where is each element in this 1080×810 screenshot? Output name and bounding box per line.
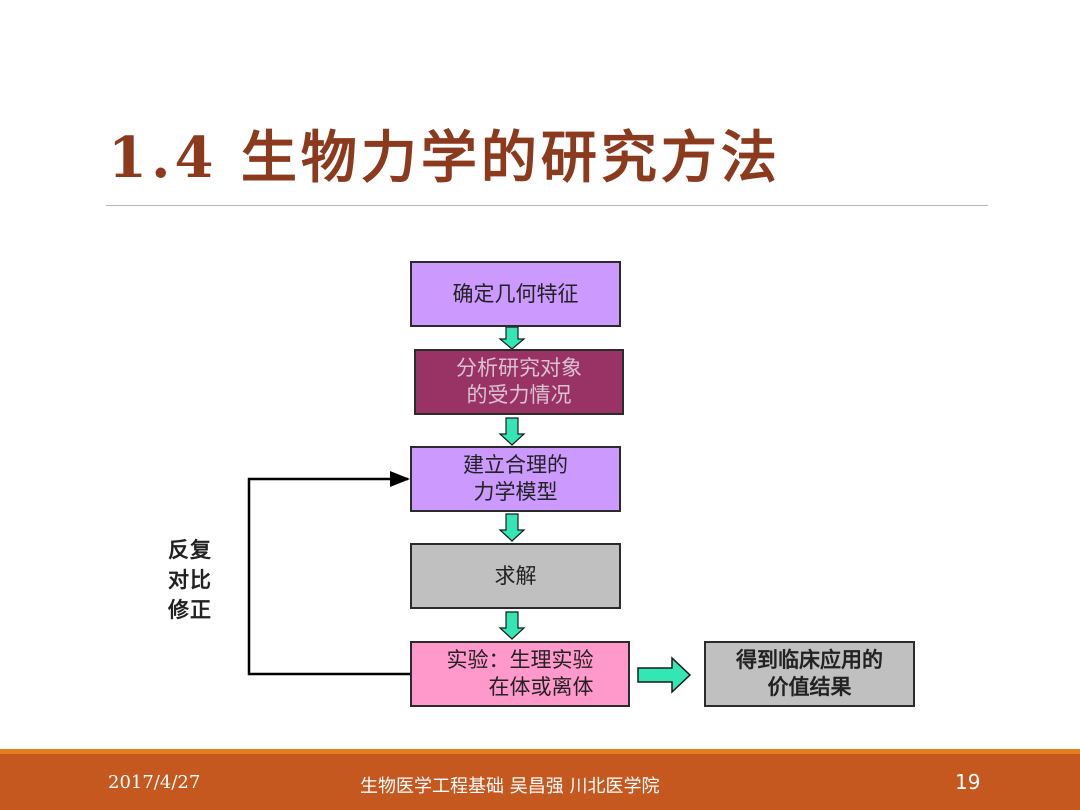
step-force-analysis-label: 分析研究对象 的受力情况 — [456, 356, 582, 407]
slide-title: 1.4 生物力学的研究方法 — [108, 125, 781, 191]
step-solve-box: 求解 — [410, 543, 621, 609]
feedback-label: 反复 对比 修正 — [168, 538, 212, 622]
result-box: 得到临床应用的 价值结果 — [704, 641, 915, 707]
down-arrow-2 — [498, 417, 526, 446]
title-divider — [106, 205, 988, 206]
down-arrow-3 — [498, 513, 526, 542]
result-label: 得到临床应用的 价值结果 — [736, 648, 883, 699]
step-geometry-box: 确定几何特征 — [410, 261, 621, 327]
step-model-box: 建立合理的 力学模型 — [410, 446, 621, 512]
footer-bar — [0, 754, 1080, 810]
step-experiment-box: 实验：生理实验 在体或离体 — [410, 641, 630, 707]
step-model-label: 建立合理的 力学模型 — [463, 453, 568, 504]
step-experiment-label: 实验：生理实验 在体或离体 — [446, 648, 594, 699]
right-arrow-result — [637, 656, 692, 694]
step-geometry-label: 确定几何特征 — [452, 281, 579, 306]
footer-accent-stripe — [0, 749, 1080, 754]
step-solve-label: 求解 — [494, 563, 537, 588]
page-number: 19 — [955, 770, 981, 794]
down-arrow-4 — [498, 611, 526, 640]
footer-course-info: 生物医学工程基础 吴昌强 川北医学院 — [360, 776, 660, 797]
footer-date: 2017/4/27 — [108, 772, 201, 793]
feedback-loop-arrow — [247, 471, 410, 676]
down-arrow-1 — [498, 326, 526, 350]
step-force-analysis-box: 分析研究对象 的受力情况 — [414, 349, 624, 415]
